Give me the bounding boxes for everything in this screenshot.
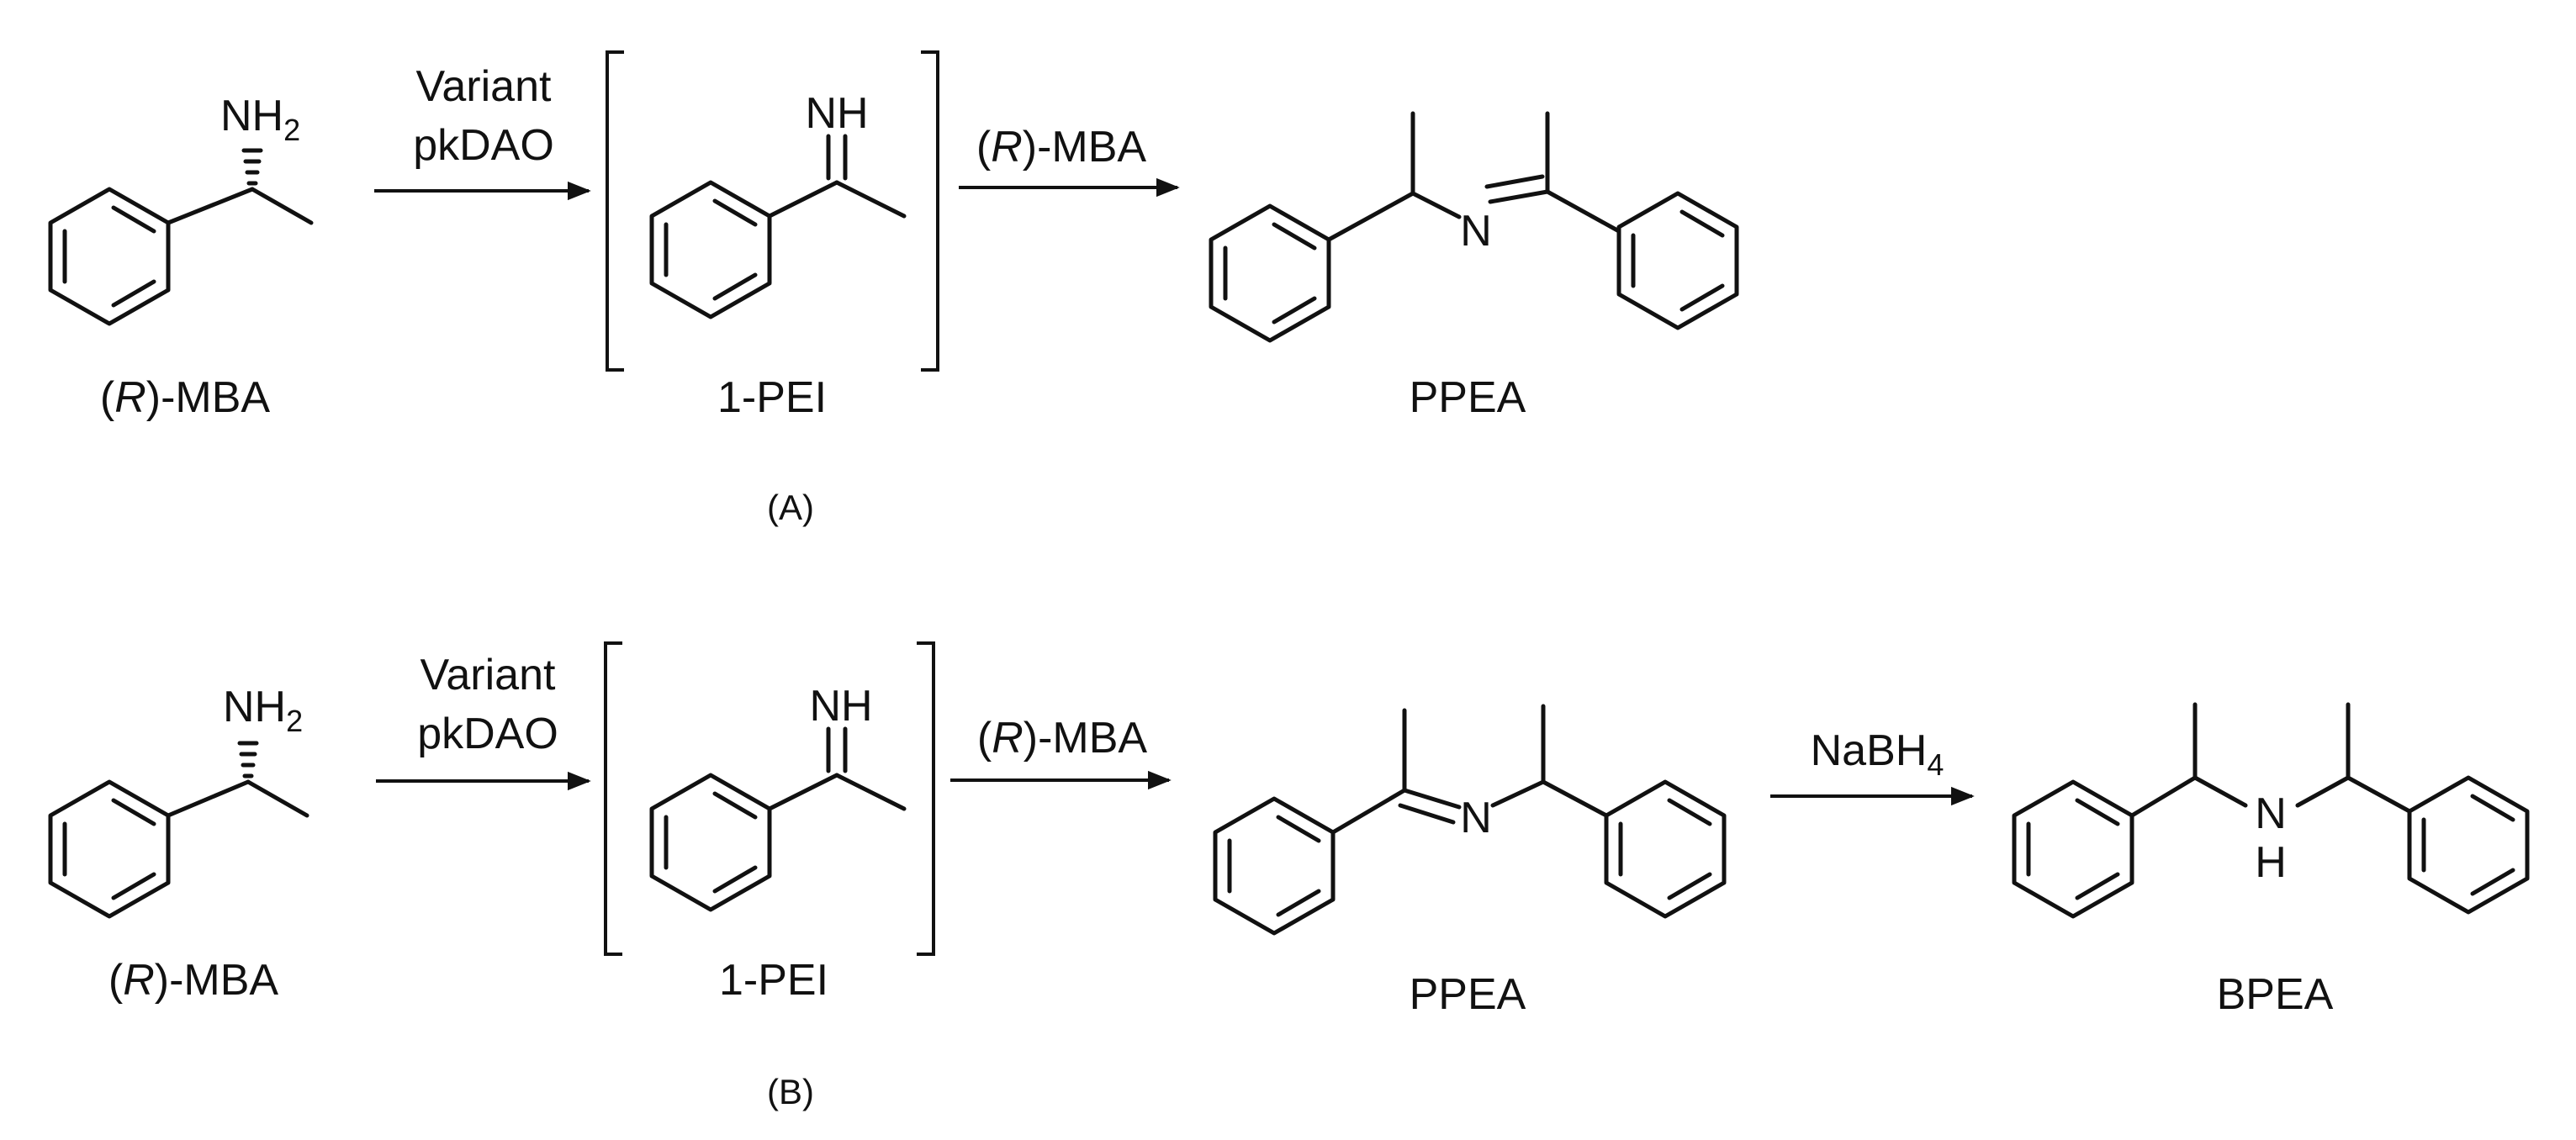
imine-nitrogen: N xyxy=(1460,794,1492,842)
product-ppea-b: N PPEA xyxy=(1213,704,1727,1019)
panel-a: NH2 (R)-MBA Variant pkDAO NH 1-PEI (R)-M… xyxy=(48,50,1739,527)
arrow-label-line2: pkDAO xyxy=(417,710,558,758)
panel-label: (A) xyxy=(767,488,814,527)
panel-b: NH2 (R)-MBA Variant pkDAO NH 1-PEI (R)-M… xyxy=(48,641,2530,1111)
ring-carbon-bond xyxy=(767,773,839,811)
right-benzene-ring xyxy=(2407,775,2530,915)
ring-carbon-bond xyxy=(767,180,839,219)
imine-nh-group: NH xyxy=(809,682,872,731)
arrow-label-line1: Variant xyxy=(421,651,556,699)
right-aromatic-bonds xyxy=(2421,794,2515,896)
hashed-wedge-bond xyxy=(237,741,259,778)
amine-nitrogen: N xyxy=(2255,789,2287,838)
reaction-arrow-condensation-b: (R)-MBA xyxy=(950,714,1172,790)
methyl-bond xyxy=(246,779,309,818)
reaction-arrow-reduction-b: NaBH4 xyxy=(1770,726,1975,806)
reactant-r-mba-a: NH2 (R)-MBA xyxy=(48,92,314,422)
arrow-label: (R)-MBA xyxy=(977,714,1148,763)
left-aromatic-bonds xyxy=(2026,798,2120,900)
intermediate-1-pei-b: NH 1-PEI xyxy=(604,641,935,1005)
imine-double-bond xyxy=(1398,788,1462,825)
methyl-bond xyxy=(834,773,907,811)
amino-group: NH2 xyxy=(223,683,303,738)
arrow-label: NaBH4 xyxy=(1811,726,1944,782)
imine-nitrogen: N xyxy=(1460,207,1492,256)
benzene-ring xyxy=(48,779,171,919)
compound-name: BPEA xyxy=(2217,970,2334,1019)
arrow-label-line2: pkDAO xyxy=(413,121,554,170)
left-aromatic-bonds xyxy=(1227,815,1321,917)
compound-name: (R)-MBA xyxy=(100,373,271,422)
right-benzene-ring xyxy=(1616,191,1739,330)
imine-nh-group: NH xyxy=(805,89,868,138)
imine-carbon-bonds xyxy=(1330,708,1407,835)
right-bracket xyxy=(917,641,935,956)
left-benzene-ring xyxy=(2012,779,2134,919)
left-benzene-ring xyxy=(1209,203,1331,343)
hashed-wedge-bond xyxy=(241,148,263,186)
right-benzene-ring xyxy=(1604,779,1727,919)
methyl-bond xyxy=(250,187,314,225)
alpha-carbon-bond xyxy=(166,187,255,225)
compound-name: (R)-MBA xyxy=(108,956,279,1005)
aromatic-bonds xyxy=(664,791,758,894)
amino-group: NH2 xyxy=(220,92,300,147)
aromatic-bonds xyxy=(664,198,758,301)
right-chiral-carbon-bonds xyxy=(2295,702,2412,814)
left-chiral-carbon-bonds xyxy=(2129,702,2248,818)
left-bracket xyxy=(606,50,624,372)
intermediate-1-pei-a: NH 1-PEI xyxy=(606,50,939,422)
left-benzene-ring xyxy=(1213,796,1336,936)
chiral-carbon-bonds xyxy=(1326,111,1462,242)
benzene-ring xyxy=(48,187,171,326)
imine-bonds xyxy=(1484,111,1621,234)
reaction-arrow-condensation-a: (R)-MBA xyxy=(959,123,1180,198)
right-aromatic-bonds xyxy=(1618,798,1712,900)
compound-name: PPEA xyxy=(1410,373,1526,422)
alpha-carbon-bond xyxy=(166,779,251,818)
benzene-ring xyxy=(649,773,772,912)
arrow-label: (R)-MBA xyxy=(976,123,1147,172)
right-aromatic-bonds xyxy=(1631,209,1725,312)
chiral-carbon-bonds xyxy=(1490,704,1609,818)
right-bracket xyxy=(921,50,939,372)
arrow-label-line1: Variant xyxy=(416,62,552,111)
amine-hydrogen: H xyxy=(2255,838,2287,887)
methyl-bond xyxy=(834,180,907,219)
aromatic-bonds xyxy=(62,205,156,308)
imine-double-bond xyxy=(826,726,848,773)
panel-label: (B) xyxy=(767,1072,814,1111)
reaction-arrow-enzyme-a: Variant pkDAO xyxy=(374,62,591,201)
benzene-ring xyxy=(649,180,772,319)
compound-name: 1-PEI xyxy=(717,373,827,422)
imine-double-bond xyxy=(826,134,848,181)
left-bracket xyxy=(604,641,622,956)
reactant-r-mba-b: NH2 (R)-MBA xyxy=(48,683,309,1005)
aromatic-bonds xyxy=(62,798,156,900)
compound-name: 1-PEI xyxy=(719,956,828,1005)
product-ppea-a: N PPEA xyxy=(1209,111,1739,422)
compound-name: PPEA xyxy=(1410,970,1526,1019)
reaction-arrow-enzyme-b: Variant pkDAO xyxy=(376,651,591,791)
left-aromatic-bonds xyxy=(1223,222,1317,325)
product-bpea-b: N H BPEA xyxy=(2012,702,2530,1019)
